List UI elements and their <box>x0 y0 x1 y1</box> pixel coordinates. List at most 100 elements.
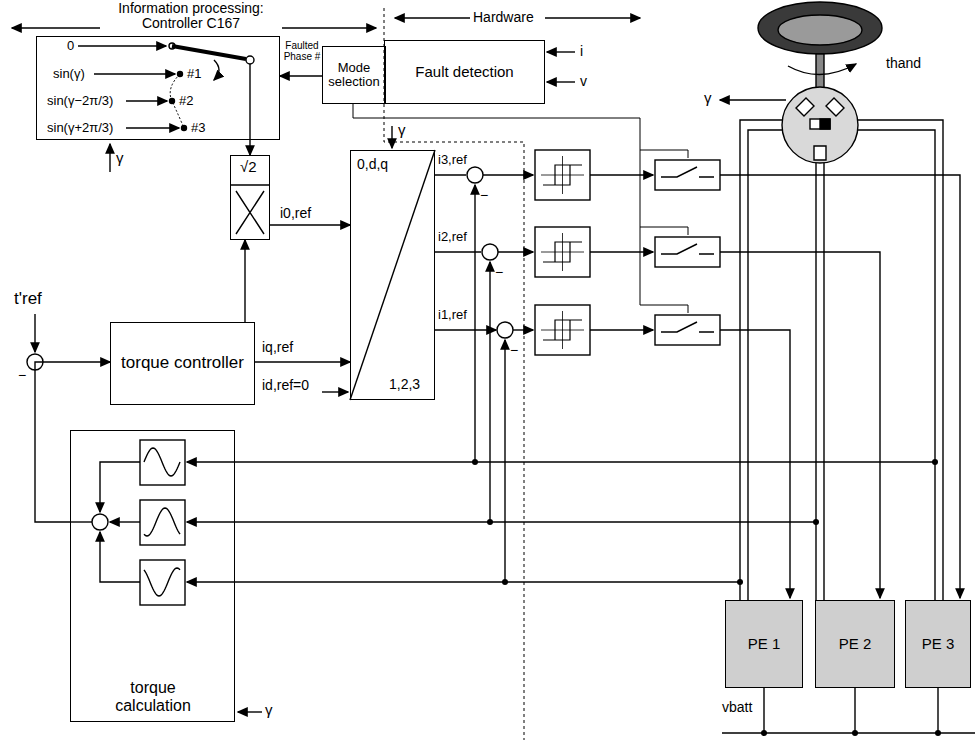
annotation-label: γ <box>398 122 406 139</box>
annotation-label: i <box>580 44 583 59</box>
region-arrow <box>282 27 376 28</box>
switch-contact-dot <box>182 126 187 131</box>
signal-wire <box>109 144 110 172</box>
node-text: √2 <box>240 159 257 176</box>
annotation-label: γ <box>704 90 712 107</box>
annotation-label: γ <box>265 702 273 719</box>
fault-detection-box: Fault detection <box>384 40 545 104</box>
current-wire <box>489 262 490 522</box>
junction-dot <box>472 459 478 465</box>
annotation-label: − <box>510 343 518 358</box>
signal-wire <box>322 391 348 392</box>
annotation-label: − <box>18 368 26 383</box>
signal-wire <box>249 64 250 140</box>
hysteresis-controller <box>535 150 590 200</box>
annotation-label: id,ref=0 <box>262 378 309 393</box>
annotation-label: thand <box>886 56 921 71</box>
annotation-label: − <box>480 188 488 203</box>
gate-switch <box>655 237 720 267</box>
sine-curve <box>144 568 180 596</box>
switch-lever <box>172 46 246 59</box>
annotation-label: i3,ref <box>438 153 467 167</box>
current-wire <box>474 185 475 462</box>
power-electronics-box: PE 2 <box>815 600 895 688</box>
node-text: Fault detection <box>415 64 513 81</box>
signal-wire <box>110 521 140 522</box>
summing-junction <box>92 514 108 530</box>
annotation-label: Information processing: Controller C167 <box>105 1 277 32</box>
sine-curves <box>144 448 180 596</box>
current-wire <box>187 461 935 462</box>
summing-junction <box>497 322 513 338</box>
signal-wire <box>590 251 653 252</box>
annotation-label: i2,ref <box>438 230 467 244</box>
signal-wire <box>34 314 35 352</box>
annotation-label: − <box>495 265 503 280</box>
rotation-arrow <box>214 60 219 80</box>
current-wire <box>504 340 505 582</box>
mode-control-wire <box>353 104 688 313</box>
motor-coils <box>796 98 844 160</box>
signal-wire <box>126 127 179 128</box>
hysteresis-controller <box>535 227 590 277</box>
node-text: 0,d,q <box>357 157 388 172</box>
signal-wire <box>238 711 262 712</box>
signal-wire <box>100 462 140 512</box>
steering-column <box>816 54 824 88</box>
signal-wire <box>391 126 392 148</box>
node-text: torque calculation <box>98 679 208 714</box>
node-text: Mode selection <box>327 61 381 90</box>
signal-connector <box>255 361 350 362</box>
signal-wire <box>498 251 533 252</box>
node-text: sin(γ−2π/3) <box>47 94 113 108</box>
current-wire <box>187 581 740 582</box>
sine-curve <box>144 448 180 476</box>
gate-wire <box>720 252 880 598</box>
multiplier-symbol <box>230 185 270 234</box>
gate-switch <box>655 315 720 345</box>
signal-wire <box>78 45 166 46</box>
junction-dot <box>487 519 493 525</box>
sine-curve <box>144 508 180 536</box>
hysteresis-controller <box>535 305 590 355</box>
phase-wire <box>858 120 943 600</box>
signal-connector <box>270 224 350 225</box>
power-electronics-box: PE 1 <box>725 600 803 688</box>
transform-box: 0,d,q1,2,3 <box>350 150 435 400</box>
annotation-label: Faulted Phase # <box>283 40 321 62</box>
gate-wire <box>720 330 790 598</box>
steering-wheel <box>758 2 882 54</box>
mode-selection-box: Mode selection <box>322 46 386 104</box>
region-arrow <box>12 27 100 28</box>
signal-wire <box>590 329 653 330</box>
multiplier-box: √2 <box>230 155 270 240</box>
annotation-label: i1,ref <box>438 308 467 322</box>
switch-output <box>246 56 254 64</box>
node-text: #3 <box>191 121 205 135</box>
node-text: #1 <box>187 67 201 81</box>
signal-wire <box>513 329 533 330</box>
calculation-box: torque calculation <box>70 430 235 722</box>
node-text: sin(γ) <box>53 67 85 81</box>
phase-wire <box>740 120 782 600</box>
transform-diagonal <box>350 150 435 400</box>
signal-wire <box>100 532 140 582</box>
annotation-label: t'ref <box>14 290 42 309</box>
annotation-label: vbatt <box>722 700 752 715</box>
summing-junction <box>482 244 498 260</box>
torque-arrow <box>788 64 856 75</box>
signal-wire <box>547 81 575 82</box>
steering-wheel-hub <box>778 15 862 45</box>
signal-wire <box>126 100 167 101</box>
node-text: PE 1 <box>748 636 781 653</box>
region-arrow <box>545 17 640 18</box>
signal-connector <box>244 240 245 322</box>
sine-block <box>140 560 185 605</box>
node-text: 0 <box>67 39 74 53</box>
node-text: PE 2 <box>839 636 872 653</box>
node-text: sin(γ+2π/3) <box>47 121 113 135</box>
sine-block <box>140 500 185 545</box>
